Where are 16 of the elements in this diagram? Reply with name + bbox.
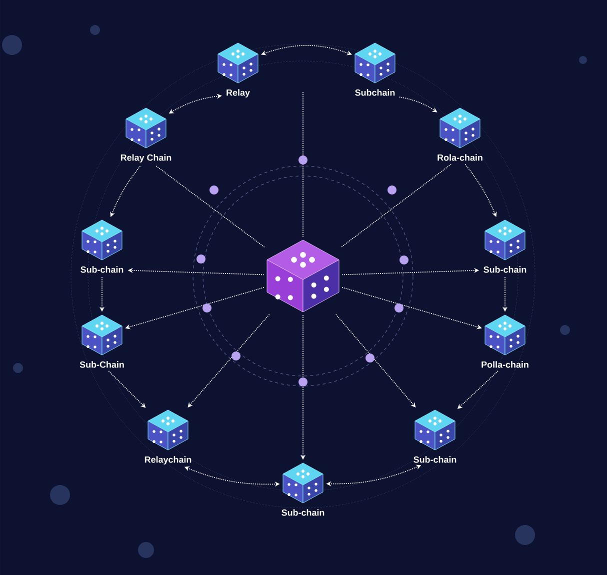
arrow (464, 164, 497, 217)
node-label: Sub-chain (414, 456, 456, 463)
hub-cube (266, 240, 340, 312)
node-label: Subchain (355, 89, 395, 96)
arrow (335, 314, 416, 408)
node-label: Relay Chain (120, 154, 172, 163)
node-label: Polla-chain (482, 361, 528, 368)
node-label: Rola-chain (438, 154, 482, 161)
node-label: Sub-chain (80, 266, 124, 273)
arrow (110, 166, 141, 217)
node-label: Sub-Chain (80, 361, 124, 368)
arrow (261, 45, 352, 56)
node-label: Relaychain (144, 456, 192, 465)
node-label: Sub-chain (484, 266, 526, 273)
node-label: Sub-chain (282, 509, 324, 516)
node-label: Relay (226, 89, 250, 98)
